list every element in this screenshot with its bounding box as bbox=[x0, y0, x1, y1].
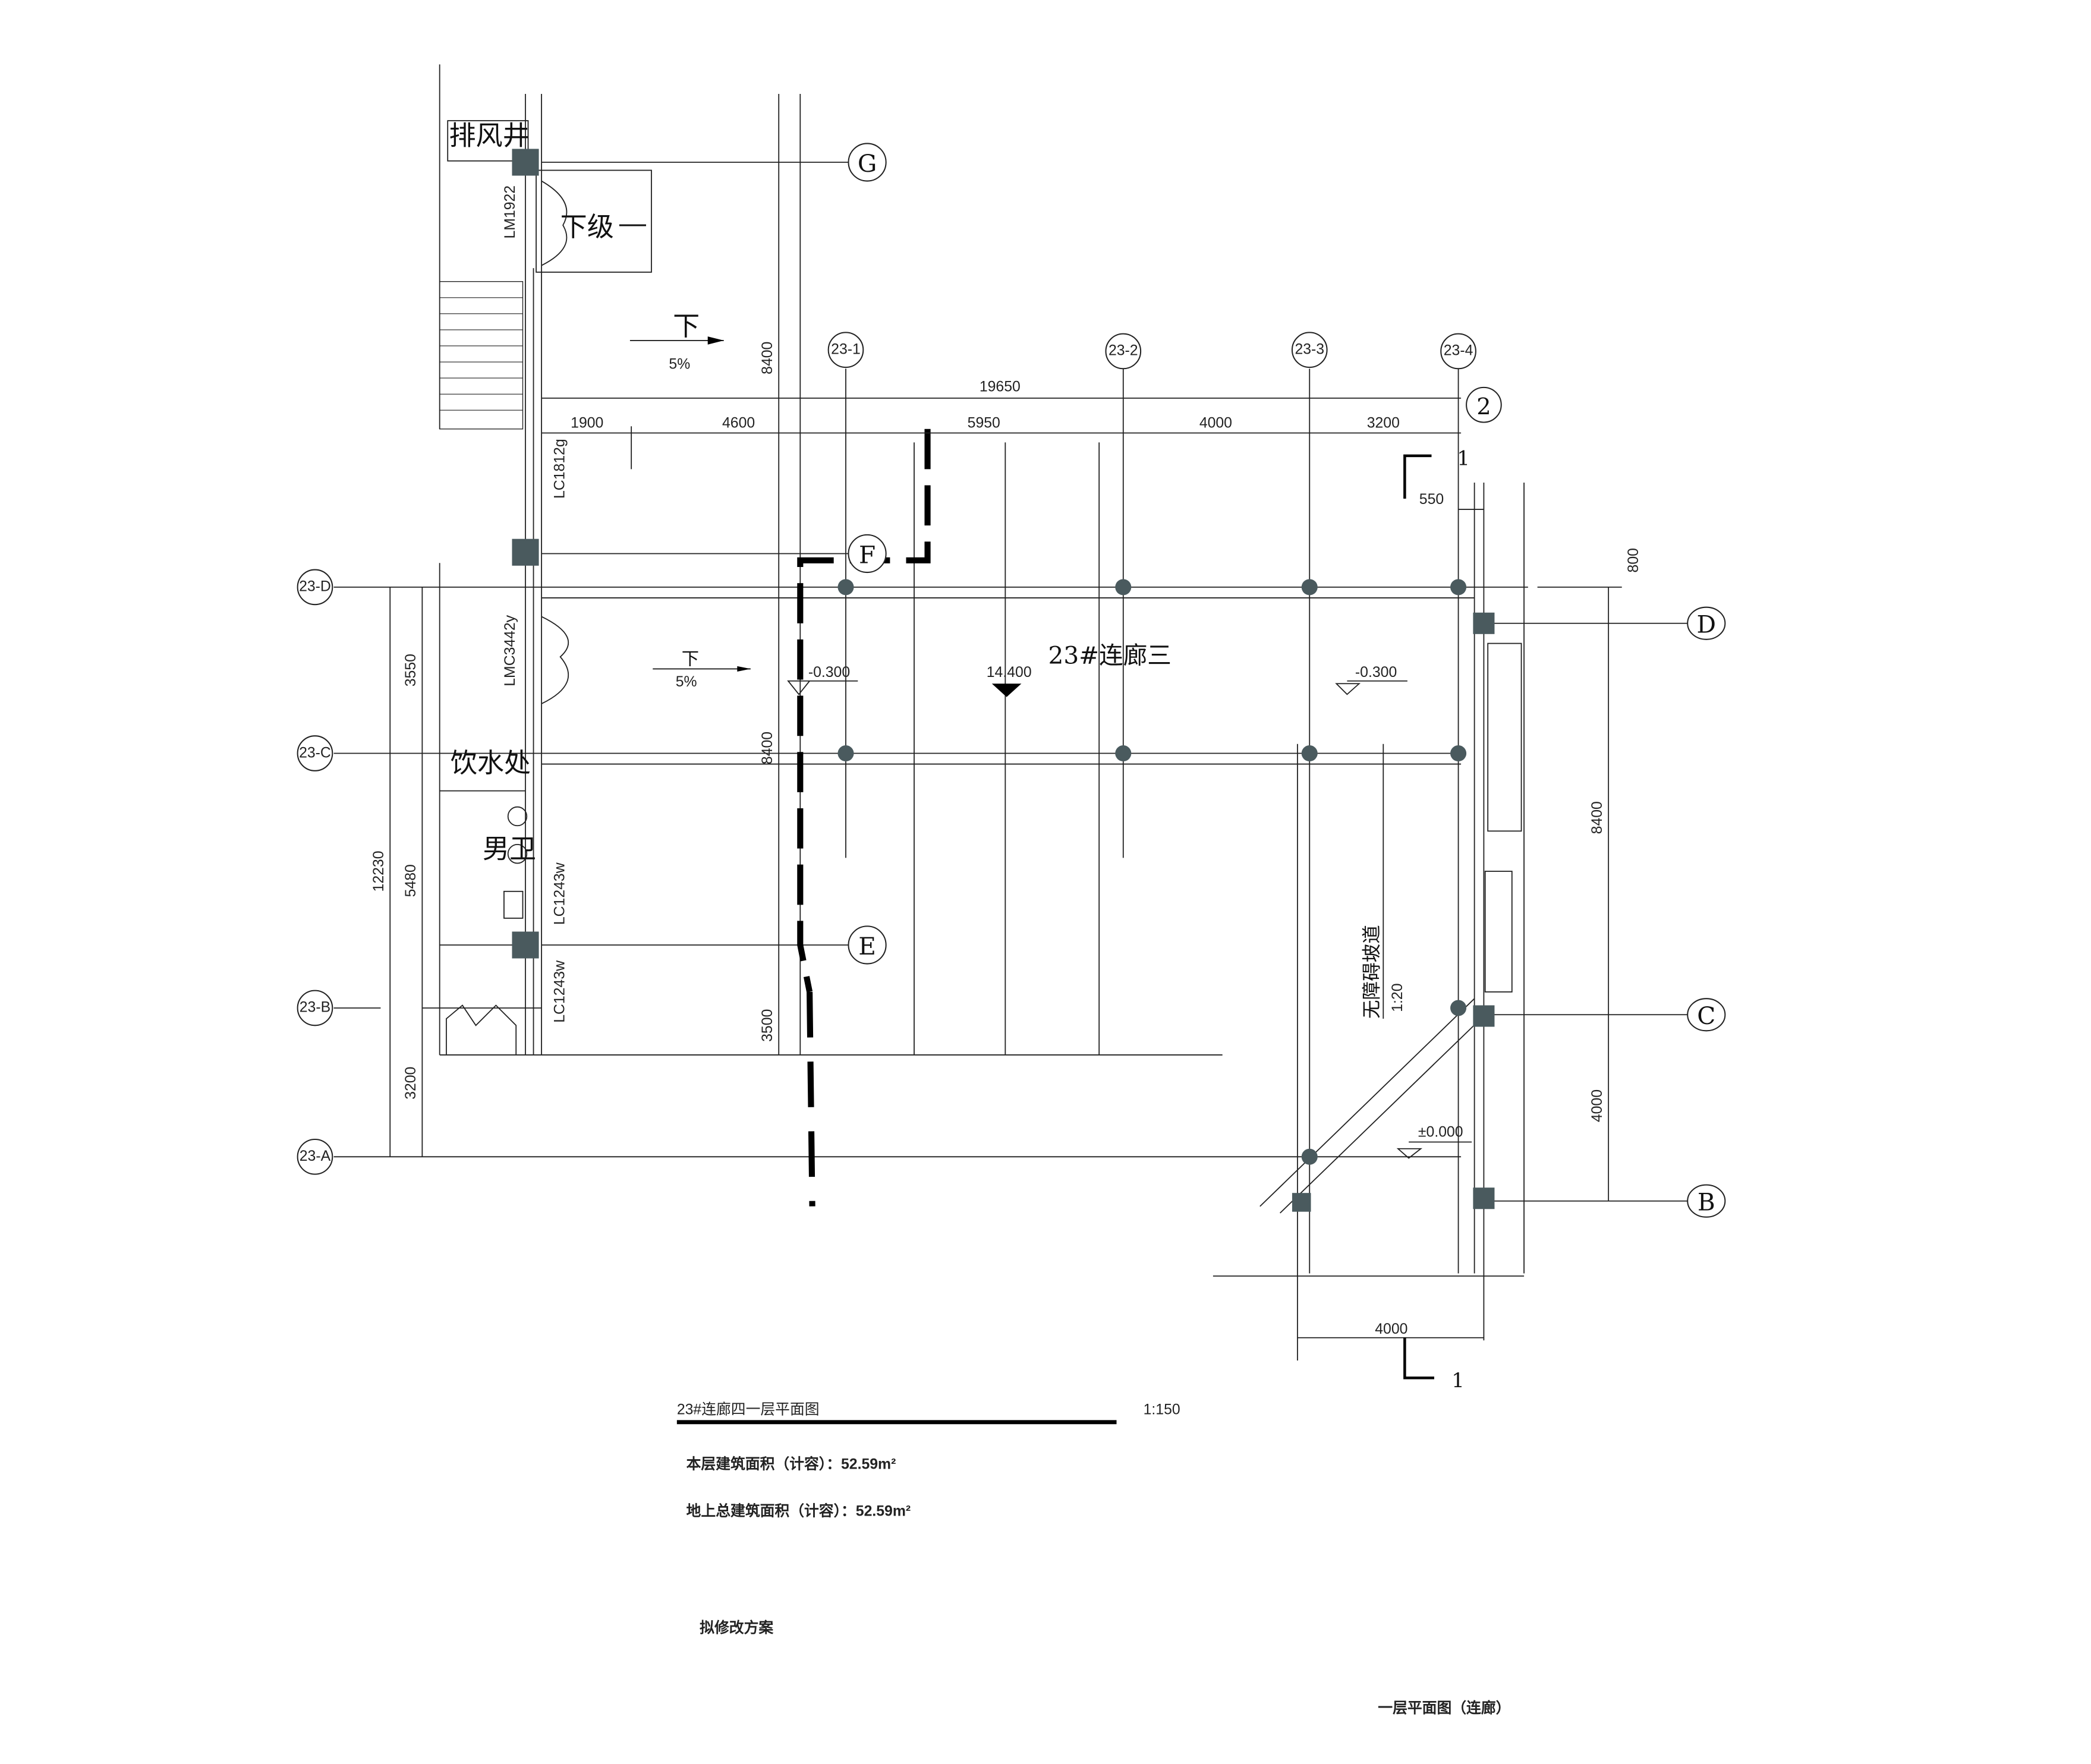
axis-F: F bbox=[848, 534, 887, 574]
drawing-scale: 1:150 bbox=[1144, 1401, 1180, 1418]
area-total: 地上总建筑面积（计容）：52.59m² bbox=[686, 1502, 911, 1520]
axis-label: 23-2 bbox=[1109, 343, 1138, 359]
grid-lines bbox=[333, 93, 1688, 1361]
dim-top: 1900 bbox=[571, 415, 603, 431]
left-wall bbox=[439, 64, 652, 1055]
axis-label: E bbox=[858, 932, 876, 960]
elevation-label: -0.300 bbox=[808, 664, 850, 681]
dim-vertical: 8400 bbox=[760, 732, 776, 764]
dim-top: 4600 bbox=[722, 415, 755, 431]
axis-label: 23-4 bbox=[1444, 343, 1473, 359]
columns bbox=[512, 149, 1495, 1212]
section-mark-bottom bbox=[1403, 1337, 1434, 1379]
axis-23-4: 23-4 bbox=[1440, 333, 1476, 370]
axis-D: D bbox=[1687, 606, 1726, 640]
proposal-label: 拟修改方案 bbox=[700, 1619, 773, 1636]
sheet-title: 一层平面图（连廊） bbox=[1378, 1699, 1510, 1716]
dim-left: 5480 bbox=[403, 864, 419, 897]
axis-23-C: 23-C bbox=[297, 735, 333, 771]
dim-left-total: 12230 bbox=[371, 850, 387, 892]
door-tag: LMC3442y bbox=[502, 615, 518, 686]
axis-label: B bbox=[1698, 1188, 1715, 1217]
axis-label: D bbox=[1697, 610, 1717, 639]
label-drinking-water: 饮水处 bbox=[451, 747, 531, 779]
dimensions bbox=[389, 397, 1622, 1338]
label-slope: 5% bbox=[669, 356, 690, 372]
drawing-title: 23#连廊四一层平面图 bbox=[677, 1401, 820, 1418]
axis-label: 23-D bbox=[299, 579, 331, 595]
elevation-label: ±0.000 bbox=[1418, 1124, 1463, 1140]
axis-23-B: 23-B bbox=[297, 990, 333, 1026]
dim-top: 3200 bbox=[1367, 415, 1400, 431]
label-ramp: 无障碍坡道 bbox=[1361, 925, 1383, 1019]
dim-vertical: 3500 bbox=[760, 1009, 776, 1042]
section-label: 1 bbox=[1457, 447, 1470, 470]
axis-label: 23-A bbox=[300, 1148, 331, 1164]
window-tag: LC1243w bbox=[552, 862, 568, 925]
axis-2: 2 bbox=[1466, 386, 1502, 423]
label-down-stairs: 下级 bbox=[560, 211, 614, 242]
axis-label: 2 bbox=[1476, 393, 1491, 420]
label-mens-wc: 男卫 bbox=[483, 833, 536, 864]
axis-label: 23-B bbox=[300, 1000, 330, 1016]
section-label: 1 bbox=[1451, 1369, 1465, 1392]
axis-label: 23-3 bbox=[1295, 341, 1324, 357]
dim-bottom: 4000 bbox=[1375, 1321, 1407, 1337]
axis-label: G bbox=[858, 149, 877, 178]
axis-C: C bbox=[1687, 998, 1726, 1032]
axis-23-D: 23-D bbox=[297, 569, 333, 606]
label-corridor-3: 23#连廊三 bbox=[1048, 641, 1172, 669]
dim-overall: 19650 bbox=[980, 379, 1021, 395]
axis-23-1: 23-1 bbox=[827, 332, 864, 368]
elevation-label: 14.400 bbox=[987, 664, 1032, 681]
axis-23-A: 23-A bbox=[297, 1138, 333, 1175]
axis-23-3: 23-3 bbox=[1291, 332, 1328, 368]
window-tag: LC1243w bbox=[552, 960, 568, 1023]
label-exhaust-shaft: 排风井 bbox=[449, 120, 529, 152]
label-slope: 5% bbox=[676, 674, 697, 690]
dim-right: 4000 bbox=[1589, 1089, 1605, 1122]
axis-23-2: 23-2 bbox=[1105, 333, 1142, 370]
dim-right: 8400 bbox=[1589, 801, 1605, 834]
label-down: 下 bbox=[682, 649, 699, 669]
proposed-boundary-line bbox=[797, 429, 931, 993]
dim-right: 800 bbox=[1626, 548, 1642, 572]
axis-B: B bbox=[1687, 1184, 1726, 1218]
area-floor: 本层建筑面积（计容）：52.59m² bbox=[686, 1456, 896, 1473]
door-tag: LM1922 bbox=[502, 185, 518, 239]
axis-E: E bbox=[848, 925, 887, 965]
dim-section-offset: 550 bbox=[1419, 492, 1444, 508]
dim-top: 5950 bbox=[968, 415, 1000, 431]
window-tag: LC1812g bbox=[552, 439, 568, 499]
axis-label: 23-1 bbox=[831, 341, 861, 357]
dim-left: 3550 bbox=[403, 654, 419, 686]
axis-label: C bbox=[1697, 1001, 1715, 1030]
section-mark-top bbox=[1403, 454, 1432, 499]
axis-G: G bbox=[848, 143, 887, 182]
axis-label: 23-C bbox=[299, 745, 331, 761]
axis-label: F bbox=[859, 540, 876, 569]
label-ramp-slope: 1:20 bbox=[1390, 983, 1406, 1012]
dim-top: 4000 bbox=[1199, 415, 1232, 431]
proposed-boundary-line-lower bbox=[807, 991, 815, 1207]
elevation-label: -0.300 bbox=[1355, 664, 1397, 681]
dim-left: 3200 bbox=[403, 1067, 419, 1100]
label-down: 下 bbox=[673, 310, 700, 342]
dim-vertical: 8400 bbox=[760, 342, 776, 374]
